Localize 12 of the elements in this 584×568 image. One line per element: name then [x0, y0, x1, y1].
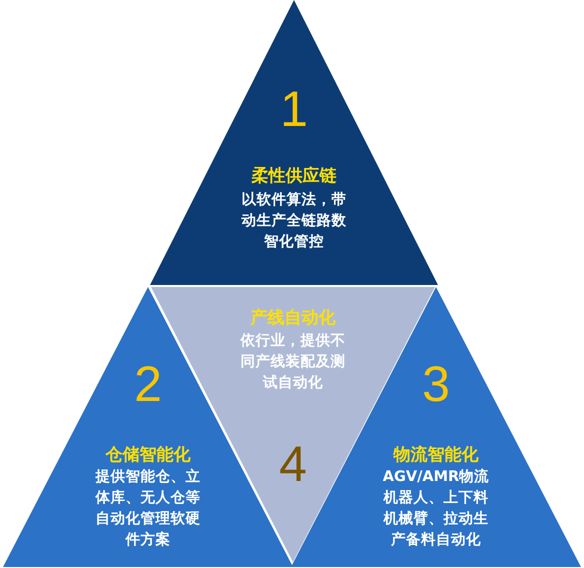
section-description: 以软件算法，带动生产全链路数智化管控 — [240, 190, 348, 252]
section-description: AGV/AMR物流机器人、上下料机械臂、拉动生产备料自动化 — [382, 468, 490, 550]
section-title: 产线自动化 — [250, 307, 336, 329]
section-title: 仓储智能化 — [106, 444, 190, 466]
section-title: 柔性供应链 — [252, 165, 336, 187]
step-number: 3 — [422, 357, 450, 411]
section-title: 物流智能化 — [394, 444, 478, 466]
step-number: 1 — [280, 82, 308, 136]
step-number: 2 — [134, 357, 162, 411]
section-description: 依行业，提供不同产线装配及测试自动化 — [239, 332, 346, 393]
section-description: 提供智能仓、立体库、无人仓等自动化管理软硬件方案 — [94, 467, 202, 550]
step-number: 4 — [279, 437, 307, 491]
